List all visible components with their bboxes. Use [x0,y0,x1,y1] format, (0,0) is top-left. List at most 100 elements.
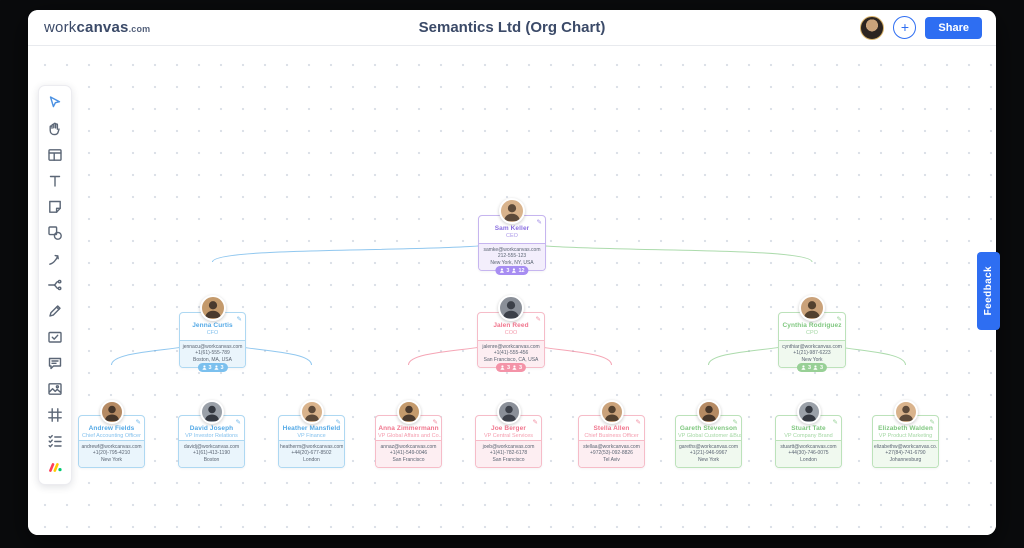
app-window: workcanvas.com Semantics Ltd (Org Chart)… [28,10,1000,535]
tool-mindmap-icon[interactable] [46,276,64,294]
person-title: VP Global Affairs and Co.. [378,433,441,439]
share-button[interactable]: Share [925,16,982,39]
tool-vote-icon[interactable] [46,328,64,346]
tool-select-icon[interactable] [46,94,64,112]
person-name: Elizabeth Walden [878,425,933,432]
workcanvas-logo[interactable]: workcanvas.com [44,19,151,36]
edit-pencil-icon[interactable]: ✎ [536,219,542,226]
tool-checklist-icon[interactable] [46,432,64,450]
edit-pencil-icon[interactable]: ✎ [235,419,241,426]
edit-pencil-icon[interactable]: ✎ [635,419,641,426]
person-phone: +27(84)-741-6790 [885,450,926,457]
person-email: elizabethw@workcanvas.co.. [874,443,937,450]
feedback-tab[interactable]: Feedback [977,252,1000,330]
edit-pencil-icon[interactable]: ✎ [832,419,838,426]
person-email: gareths@workcanvas.com [679,443,738,450]
person-phone: +44(20)-677-8502 [291,450,332,457]
person-avatar [799,295,825,321]
person-location: San Francisco, CA, USA [483,356,539,363]
tool-connector-icon[interactable] [46,250,64,268]
connector-line [212,238,513,263]
tool-layout-icon[interactable] [46,146,64,164]
user-avatar[interactable] [860,15,885,40]
person-location: New York [801,356,823,363]
edit-pencil-icon[interactable]: ✎ [732,419,738,426]
person-location: Tel Aviv [603,456,620,463]
tool-text-icon[interactable] [46,172,64,190]
person-phone: +1(41)-555-456 [493,350,529,357]
edit-pencil-icon[interactable]: ✎ [836,316,842,323]
tool-pencil-icon[interactable] [46,302,64,320]
person-name: Heather Mansfield [282,425,341,432]
tool-frame-icon[interactable] [46,406,64,424]
person-email: samke@workcanvas.com [483,246,541,253]
person-title: CFO [206,330,219,336]
person-name: Cynthia Rodriguez [782,322,842,329]
person-location: London [303,456,320,463]
tool-sticky-note-icon[interactable] [46,198,64,216]
person-avatar [199,400,224,424]
person-name: Jenna Curtis [192,322,233,329]
person-phone: +1(21)-987-6223 [793,350,831,357]
person-name: Gareth Stevenson [679,425,738,432]
person-email: stuartt@workcanvas.com [780,443,837,450]
tool-monday-logo-icon[interactable] [46,458,64,476]
person-phone: +1(41)-549-0046 [389,450,428,457]
edit-pencil-icon[interactable]: ✎ [135,419,141,426]
page-title: Semantics Ltd (Org Chart) [418,19,606,36]
person-location: Johannesburg [889,456,922,463]
person-location: Boston, MA, USA [193,356,232,363]
person-name: Stuart Tate [791,425,826,432]
person-phone: +1(61)-555-789 [195,350,230,357]
add-button[interactable]: + [893,16,917,39]
person-location: New York, NY, USA [490,259,534,266]
connector-line [511,238,813,263]
person-email: davidj@workcanvas.com [183,443,240,450]
edit-pencil-icon[interactable]: ✎ [236,316,242,323]
edit-pencil-icon[interactable]: ✎ [532,419,538,426]
person-phone: +1(41)-782-6178 [489,450,528,457]
person-phone: +1(20)-795-4210 [92,450,131,457]
edit-pencil-icon[interactable]: ✎ [432,419,438,426]
tool-comment-icon[interactable] [46,354,64,372]
person-email: andrewf@workcanvas.com [81,443,142,450]
person-location: London [800,456,817,463]
person-title: Chief Accounting Officer [82,433,141,439]
person-email: joeb@workcanvas.com [482,443,535,450]
tool-shapes-icon[interactable] [46,224,64,242]
person-title: COO [504,330,518,336]
person-name: Jalen Reed [493,322,529,329]
edit-pencil-icon[interactable]: ✎ [929,419,935,426]
edit-pencil-icon[interactable]: ✎ [535,316,541,323]
tool-image-icon[interactable] [46,380,64,398]
tool-hand-icon[interactable] [46,120,64,138]
person-avatar [99,400,124,424]
person-avatar [299,400,324,424]
edit-pencil-icon[interactable]: ✎ [335,419,341,426]
person-name: Joe Berger [491,425,526,432]
person-location: Boston [203,456,220,463]
